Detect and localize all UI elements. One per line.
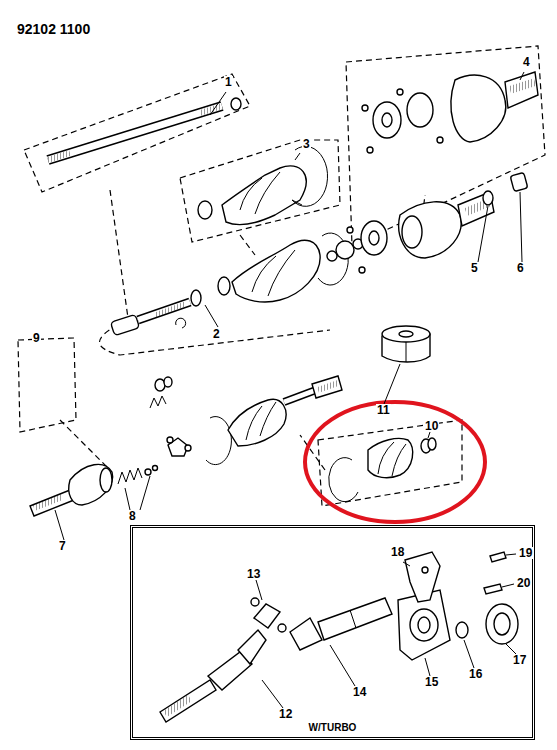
callout-number: 6 (516, 262, 525, 274)
callout-number: 2 (212, 328, 221, 340)
inset-caption: W/TURBO (133, 722, 532, 733)
callout-number: 1 (224, 76, 233, 88)
callout-number: 13 (246, 568, 261, 580)
callout-number: 15 (424, 676, 439, 688)
callout-number: 5 (470, 262, 479, 274)
callout-number: 18 (390, 546, 405, 558)
callout-number: 19 (518, 547, 533, 559)
callout-number: 16 (468, 668, 483, 680)
callout-number: 9 (32, 332, 41, 344)
callout-number: 12 (278, 708, 293, 720)
callout-number: 4 (522, 56, 531, 68)
callout-number: 8 (128, 510, 137, 522)
callout-number: 10 (424, 420, 439, 432)
callout-number: 14 (352, 686, 367, 698)
figure-number: 92102 1100 (16, 22, 91, 36)
callout-number: 3 (302, 138, 311, 150)
callout-number: 11 (376, 404, 391, 416)
inset-frame: W/TURBO (130, 525, 535, 740)
callout-number: 20 (516, 577, 531, 589)
callout-number: 7 (58, 540, 67, 552)
callout-number: 17 (512, 654, 527, 666)
